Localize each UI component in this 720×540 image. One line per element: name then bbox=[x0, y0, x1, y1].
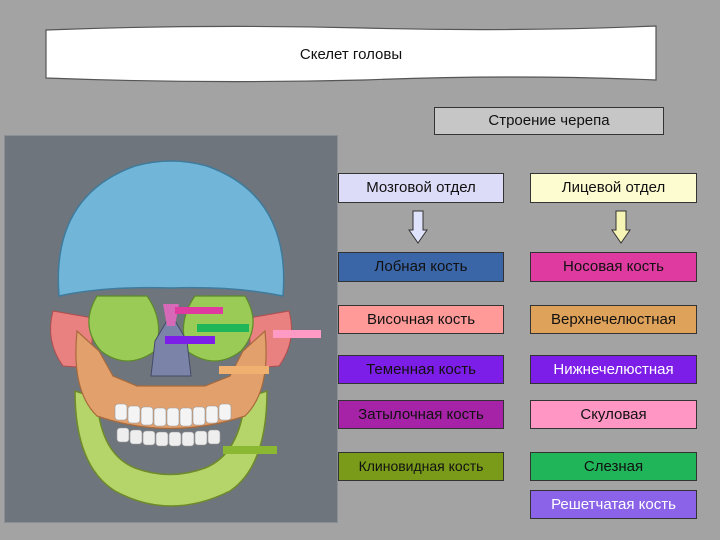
bone-label-parietal: Теменная кость bbox=[338, 355, 504, 384]
facial-section-header: Лицевой отдел bbox=[530, 173, 697, 203]
cerebral-section-header: Мозговой отдел bbox=[338, 173, 504, 203]
pointer-sphenoid bbox=[223, 446, 277, 454]
page-title: Скелет головы bbox=[299, 46, 403, 63]
cranium-shape bbox=[57, 160, 285, 297]
upper-teeth bbox=[114, 403, 232, 427]
bone-label-lacrimal: Слезная bbox=[530, 452, 697, 481]
pointer-maxilla bbox=[219, 366, 269, 374]
pointer-ethmoid bbox=[165, 336, 215, 344]
bone-label-ethmoid: Решетчатая кость bbox=[530, 490, 697, 519]
pointer-nasal bbox=[175, 307, 223, 314]
orbit-left bbox=[88, 295, 160, 362]
mandible-shape bbox=[74, 389, 268, 507]
bone-label-sphenoid: Клиновидная кость bbox=[338, 452, 504, 481]
bone-label-maxilla: Верхнечелюстная bbox=[530, 305, 697, 334]
bone-label-occipital: Затылочная кость bbox=[338, 400, 504, 429]
banner-shape bbox=[45, 25, 657, 83]
subtitle-box: Строение черепа bbox=[434, 107, 664, 135]
bone-label-temporal: Височная кость bbox=[338, 305, 504, 334]
skull-illustration bbox=[4, 135, 338, 523]
bone-label-frontal: Лобная кость bbox=[338, 252, 504, 282]
bone-label-nasal: Носовая кость bbox=[530, 252, 697, 282]
arrow-down-icon bbox=[408, 210, 428, 244]
lower-teeth bbox=[116, 427, 221, 447]
pointer-temporal bbox=[273, 330, 321, 338]
arrow-down-icon bbox=[611, 210, 631, 244]
bone-label-mandible: Нижнечелюстная bbox=[530, 355, 697, 384]
bone-label-zygomatic: Скуловая bbox=[530, 400, 697, 429]
title-banner: Скелет головы bbox=[44, 24, 658, 84]
pointer-lacrimal bbox=[197, 324, 249, 332]
